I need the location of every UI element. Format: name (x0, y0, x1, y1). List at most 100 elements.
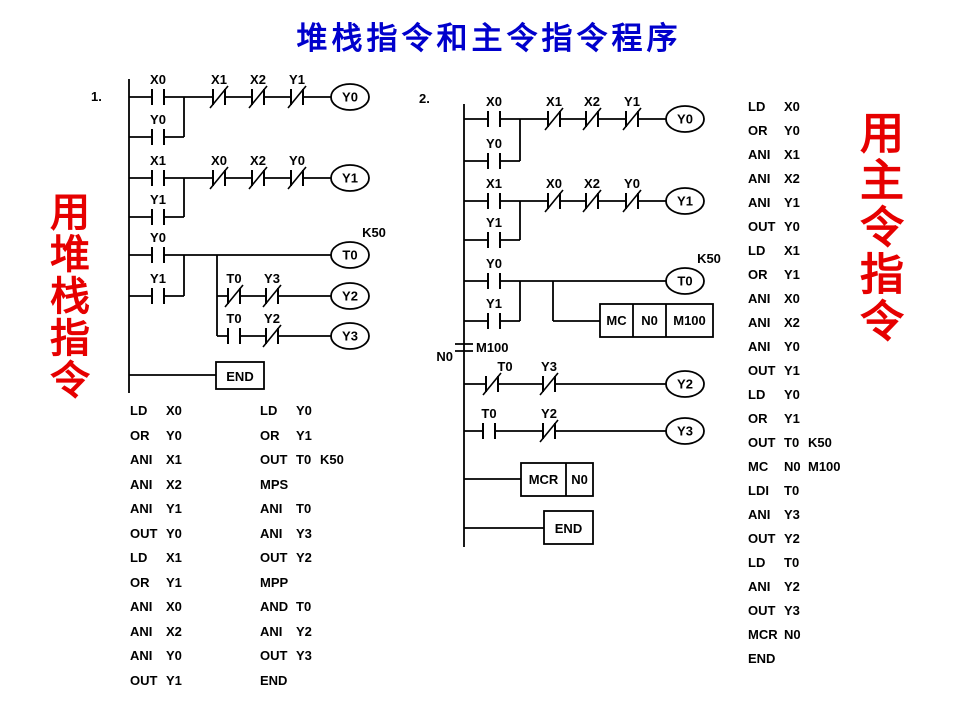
operand: X1 (784, 243, 800, 258)
operand: T0 (784, 555, 800, 570)
operand: X2 (784, 315, 800, 330)
operand: Y0 (296, 403, 312, 418)
no-contact-x1: X1 (486, 176, 502, 209)
mnemonic: ANI (130, 476, 153, 492)
operand: K50 (808, 435, 832, 450)
mnemonic: MPS (260, 476, 289, 492)
coil-label: Y0 (677, 112, 693, 127)
no-contact-y1: Y1 (150, 271, 166, 304)
operand: X0 (784, 291, 800, 306)
no-contact-t0: T0 (226, 311, 242, 344)
operand: Y3 (296, 525, 312, 541)
instruction-line: MPS (260, 473, 344, 498)
nc-contact-x0: X0 (209, 153, 229, 190)
contact-label: X2 (250, 72, 266, 87)
mnemonic: OUT (748, 603, 776, 618)
contact-label: Y1 (150, 192, 166, 207)
contact-label: X2 (584, 94, 600, 109)
mnemonic: ANI (260, 501, 283, 516)
mnemonic: LD (748, 555, 766, 570)
contact-label: Y0 (486, 136, 502, 151)
operand: Y1 (296, 427, 312, 443)
nc-contact-x2: X2 (248, 153, 268, 190)
operand: X0 (166, 403, 182, 418)
instruction-line: ANI X2 (130, 473, 190, 498)
mnemonic: ANI (748, 291, 771, 306)
contact-label: X0 (546, 176, 562, 191)
mnemonic: ANI (260, 623, 283, 639)
nc-contact-y1: Y1 (622, 94, 642, 131)
mnemonic: OUT (260, 452, 288, 467)
mnemonic: ANI (748, 507, 771, 522)
coil-label: Y1 (677, 194, 693, 209)
contact-label: X1 (211, 72, 227, 87)
operand: X2 (166, 476, 182, 492)
coil-y1: Y1 (330, 164, 370, 192)
coil-label: T0 (677, 274, 692, 289)
operand: Y0 (166, 525, 182, 541)
operand: Y1 (784, 411, 800, 426)
operand: X0 (166, 599, 182, 614)
operand: Y2 (296, 550, 312, 565)
mnemonic: LD (130, 550, 148, 565)
mnemonic: ANI (748, 171, 771, 186)
contact-label: X1 (150, 153, 166, 168)
operand: X0 (784, 99, 800, 114)
nc-contact-y2: Y2 (262, 311, 282, 348)
operand: Y0 (784, 339, 800, 354)
nc-contact-y0: Y0 (622, 176, 642, 213)
n0-label: N0 (436, 349, 453, 364)
operand: Y3 (784, 603, 800, 618)
operand: Y1 (166, 574, 182, 590)
mnemonic: OUT (130, 525, 158, 541)
mnemonic: ANI (748, 147, 771, 162)
coil-label: Y0 (342, 90, 358, 105)
contact-label: Y3 (541, 359, 557, 374)
mnemonic: END (748, 651, 776, 666)
operand: T0 (784, 435, 800, 450)
instruction-line: ANI X1 (748, 143, 832, 167)
mnemonic: ANI (130, 648, 153, 663)
coil-y3: Y3 (330, 322, 370, 350)
nc-contact-x1: X1 (544, 94, 564, 131)
end-box: END (543, 510, 594, 545)
instruction-line: END (748, 647, 832, 671)
coil-label: Y3 (677, 424, 693, 439)
mnemonic: OUT (260, 648, 288, 663)
nc-contact-x2: X2 (582, 176, 602, 213)
end-box: END (215, 361, 265, 390)
contact-label: T0 (226, 311, 241, 326)
operand: N0 (784, 459, 801, 474)
instruction-line: ANI X2 (748, 311, 832, 335)
operand: X2 (784, 171, 800, 186)
operand: Y0 (784, 387, 800, 402)
contact-label: Y0 (150, 230, 166, 245)
coil-y0: Y0 (665, 105, 705, 133)
mnemonic: ANI (748, 315, 771, 330)
nc-contact-x1: X1 (209, 72, 229, 109)
operand: X1 (784, 147, 800, 162)
nc-contact-t0: T0 (224, 271, 244, 308)
contact-label: Y2 (264, 311, 280, 326)
mnemonic: ANI (748, 195, 771, 210)
nc-contact-x2: X2 (582, 94, 602, 131)
mnemonic: LD (130, 403, 148, 418)
operand: Y0 (784, 123, 800, 138)
box-cell-label: M100 (673, 313, 706, 328)
contact-label: X0 (486, 94, 502, 109)
operand: Y2 (784, 579, 800, 594)
instruction-line: LD X0 (130, 399, 190, 424)
operand: T0 (296, 452, 312, 467)
